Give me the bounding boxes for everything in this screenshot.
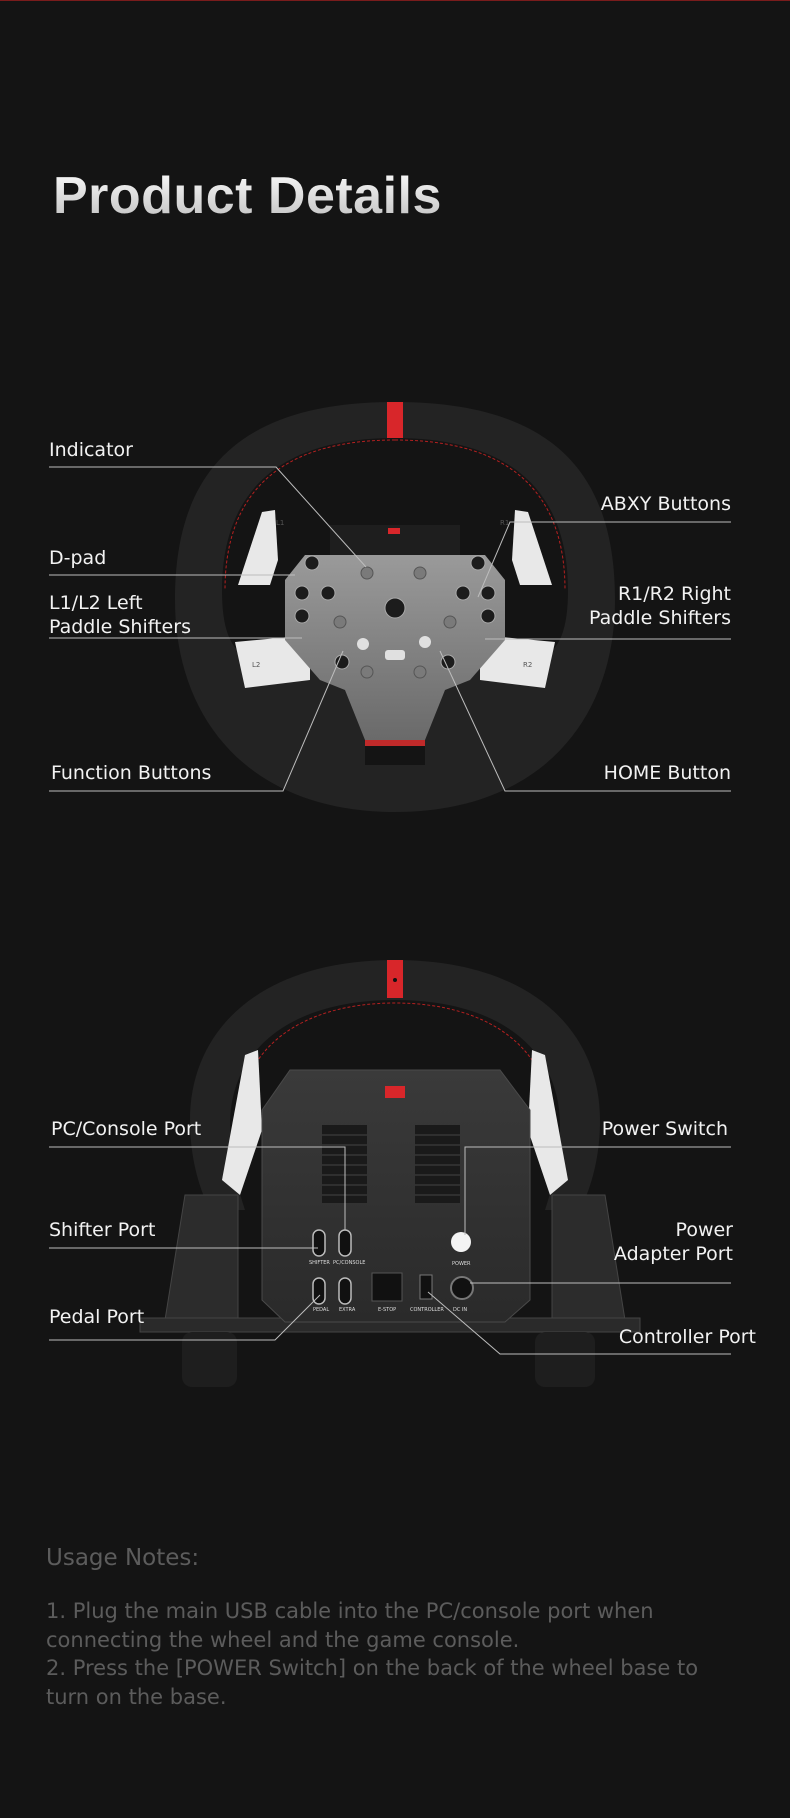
paddle-l2-mark: L2 (252, 661, 260, 669)
port-mark-extra: EXTRA (339, 1307, 356, 1313)
label-power-adapter-line1: Power (675, 1219, 733, 1241)
label-right-paddles: R1/R2 Right Paddle Shifters (589, 582, 731, 630)
paddle-r1-mark: R1 (500, 519, 509, 527)
leader-lines (49, 466, 731, 1355)
label-dpad: D-pad (49, 547, 107, 569)
indicator-led (388, 528, 400, 534)
label-right-paddles-line2: Paddle Shifters (589, 607, 731, 629)
port-mark-pc-console: PC/CONSOLE (333, 1260, 365, 1266)
back-wheel-image: SHIFTER PC/CONSOLE POWER PEDAL EXTRA E-S… (139, 960, 641, 1387)
label-indicator: Indicator (49, 439, 133, 461)
front-wheel-image: L1 R1 L2 R2 (175, 402, 615, 812)
label-home-button: HOME Button (603, 762, 731, 784)
label-power-switch: Power Switch (601, 1118, 728, 1140)
port-mark-controller: CONTROLLER (410, 1307, 444, 1313)
port-mark-pedal: PEDAL (313, 1307, 329, 1313)
port-mark-estop: E-STOP (378, 1307, 396, 1313)
port-mark-shifter: SHIFTER (309, 1260, 330, 1266)
label-shifter-port: Shifter Port (49, 1219, 156, 1241)
top-center-stripe (387, 402, 403, 438)
label-pc-console-port: PC/Console Port (51, 1118, 202, 1140)
usage-note-item: 1. Plug the main USB cable into the PC/c… (46, 1599, 654, 1652)
paddle-r2-mark: R2 (523, 661, 532, 669)
label-abxy-buttons: ABXY Buttons (600, 493, 731, 515)
label-power-adapter-port: Power Adapter Port (614, 1218, 733, 1266)
label-left-paddles: L1/L2 Left Paddle Shifters (49, 591, 191, 639)
paddle-l1-mark: L1 (276, 519, 284, 527)
label-right-paddles-line1: R1/R2 Right (617, 583, 731, 605)
label-left-paddles-line1: L1/L2 Left (49, 592, 143, 614)
power-switch (451, 1232, 471, 1252)
usage-note-item: 2. Press the [POWER Switch] on the back … (46, 1656, 699, 1709)
port-mark-power: POWER (452, 1261, 471, 1267)
usage-notes-heading: Usage Notes: (46, 1545, 200, 1571)
label-pedal-port: Pedal Port (49, 1306, 145, 1328)
label-power-adapter-line2: Adapter Port (613, 1243, 733, 1265)
label-controller-port: Controller Port (618, 1326, 756, 1348)
page-title: Product Details (53, 167, 442, 225)
port-mark-dc-in: DC IN (453, 1307, 467, 1313)
usage-notes: Usage Notes: 1. Plug the main USB cable … (46, 1545, 746, 1711)
top-divider (0, 0, 790, 1)
label-left-paddles-line2: Paddle Shifters (49, 616, 191, 638)
label-function-buttons: Function Buttons (51, 762, 212, 784)
